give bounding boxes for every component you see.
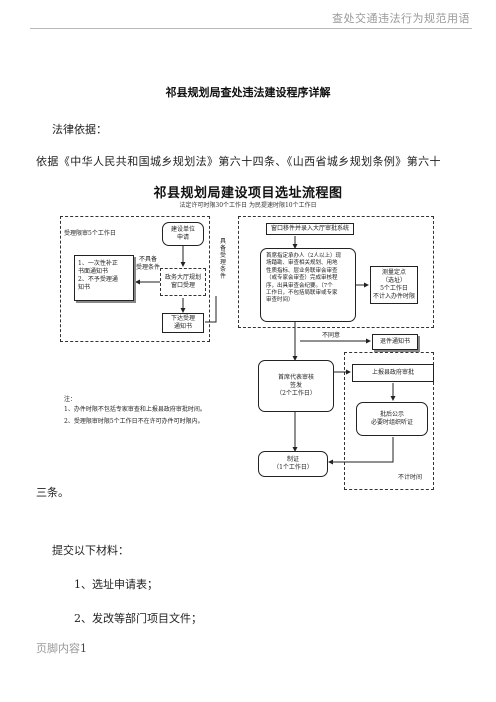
chief-review-box: 首席代表审核 签发 （2个工作日）	[258, 360, 334, 412]
legal-basis-label: 法律依据：	[52, 123, 107, 136]
header-divider	[30, 28, 472, 29]
note-2: 2、受理限审时限5个工作日不在许可办件可时限内。	[64, 418, 204, 425]
document-title: 祁县规划局查处违法建设程序详解	[165, 86, 331, 99]
page-number: 1	[80, 642, 87, 655]
legal-basis-continued: 三条。	[36, 486, 69, 499]
applicant-box: 建设单位 申请	[162, 222, 204, 246]
material-item-2: 2、发改等部门项目文件；	[74, 612, 202, 625]
intake-region	[60, 216, 210, 342]
hall-window-box: 政务大厅规划 窗口受理	[160, 268, 206, 296]
gov-approval-box: 上报县政府审批	[352, 364, 434, 382]
survey-box: 测量定点 （选址） 5个工作日 不计入办件时限	[370, 266, 418, 304]
footer-label: 页脚内容	[36, 642, 80, 655]
disagree-label: 不同意	[322, 332, 341, 339]
flowchart-subtitle: 法定许可时限30个工作日 为民提速时限10个工作日	[179, 202, 317, 209]
page-header-text: 查处交通违法行为规范用语	[332, 12, 470, 25]
main-review-box: 首席指定承办人（2人以上）现 场踏勘、审查相关规划、用地 性质指标、层业务联审会…	[260, 248, 356, 322]
review-5days-label: 受理限审5个工作日	[64, 230, 116, 237]
window-transfer-box: 窗口移件并录入大厅审批系统	[266, 223, 354, 235]
notice-items-box: 1、一次性补正 书面通知书 2、不予受理通 知书	[74, 255, 134, 301]
page-footer: 页脚内容1	[36, 640, 87, 656]
qualified-label: 具 备 受 理 条 件	[219, 238, 226, 280]
certificate-box: 制证 （1个工作日）	[258, 451, 328, 477]
note-1: 1、办件时限不包括专家审查和上报县政府审批时间。	[64, 406, 206, 413]
notes-label: 注：	[64, 396, 77, 403]
not-qualified-label: 不具备 受理条件	[136, 256, 161, 271]
issue-notice-box: 下达受理 通知书	[162, 313, 204, 333]
flowchart-title: 祁县规划局建设项目选址流程图	[153, 186, 343, 201]
approval-region	[344, 352, 434, 490]
legal-basis-text: 依据《中华人民共和国城乡规划法》第六十四条、《山西省城乡规划条例》第六十	[36, 155, 441, 168]
material-item-1: 1、选址申请表；	[74, 578, 158, 591]
not-counted-label: 不计时间	[398, 474, 423, 481]
materials-label: 提交以下材料：	[52, 544, 129, 557]
return-notice-box: 退件通知书	[372, 334, 418, 350]
publicity-box: 批后公示 必要时组织听证	[356, 402, 428, 436]
review-region	[238, 216, 434, 328]
